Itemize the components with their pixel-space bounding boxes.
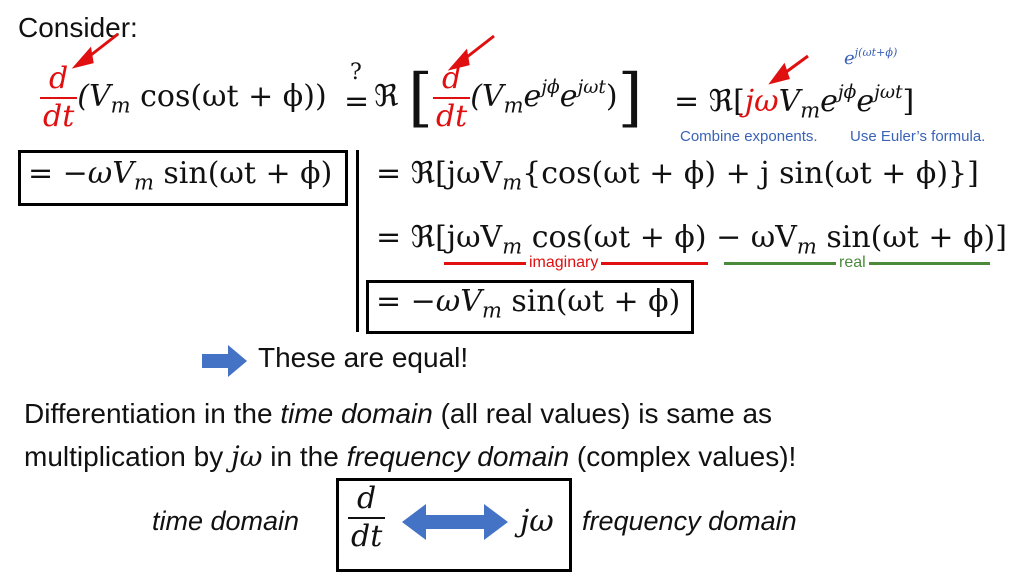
slide-title: Consider: [18,12,138,43]
real-label: real [836,254,869,272]
equation-1-right: = ℜ[jωVmejϕejωt] [674,82,915,123]
derivative-operator-1: d dt [40,64,78,132]
left-result-box [18,150,348,206]
annotation-combine: Combine exponents. [680,128,818,145]
equation-4: = −ωVm sin(ωt + ϕ) [376,284,681,323]
right-result-box [366,280,694,334]
mapping-box [336,478,572,572]
derivative-operator-2: d dt [432,64,471,132]
mapping-jw: jω [520,504,554,539]
arrow-2-head [447,48,470,71]
equation-1: d dt (Vm cos(ωt + ϕ)) [40,64,327,132]
statement-line-1: Differentiation in the time domain (all … [24,398,773,429]
arrow-1-head [71,46,94,69]
combined-exponent: ej(ωt+ϕ) [844,46,898,69]
equals-sign: = [344,84,370,119]
question-mark: ? [350,60,362,85]
arrow-3-head [768,62,790,85]
vertical-divider [356,150,359,332]
double-arrow-icon [402,504,508,540]
equation-1-middle: ℜ [ d dt (Vmejϕejωt)] [374,61,643,135]
imaginary-label: imaginary [526,254,602,272]
frequency-domain-label: frequency domain [582,506,797,536]
time-domain-label: time domain [152,506,300,536]
red-arrows [71,32,809,85]
right-arrow-icon [202,345,247,377]
annotation-euler: Use Euler’s formula. [850,128,986,145]
statement-line-2: multiplication by jω in the frequency do… [24,440,797,473]
equation-3: = ℜ[jωVm cos(ωt + ϕ) − ωVm sin(ωt + ϕ)] [376,220,1007,259]
left-result: = −ωVm sin(ωt + ϕ) [28,156,333,195]
equal-note: These are equal! [258,342,469,373]
equation-2: = ℜ[jωVm{cos(ωt + ϕ) + j sin(ωt + ϕ)}] [376,156,979,195]
mapping-derivative: d dt [348,484,386,552]
